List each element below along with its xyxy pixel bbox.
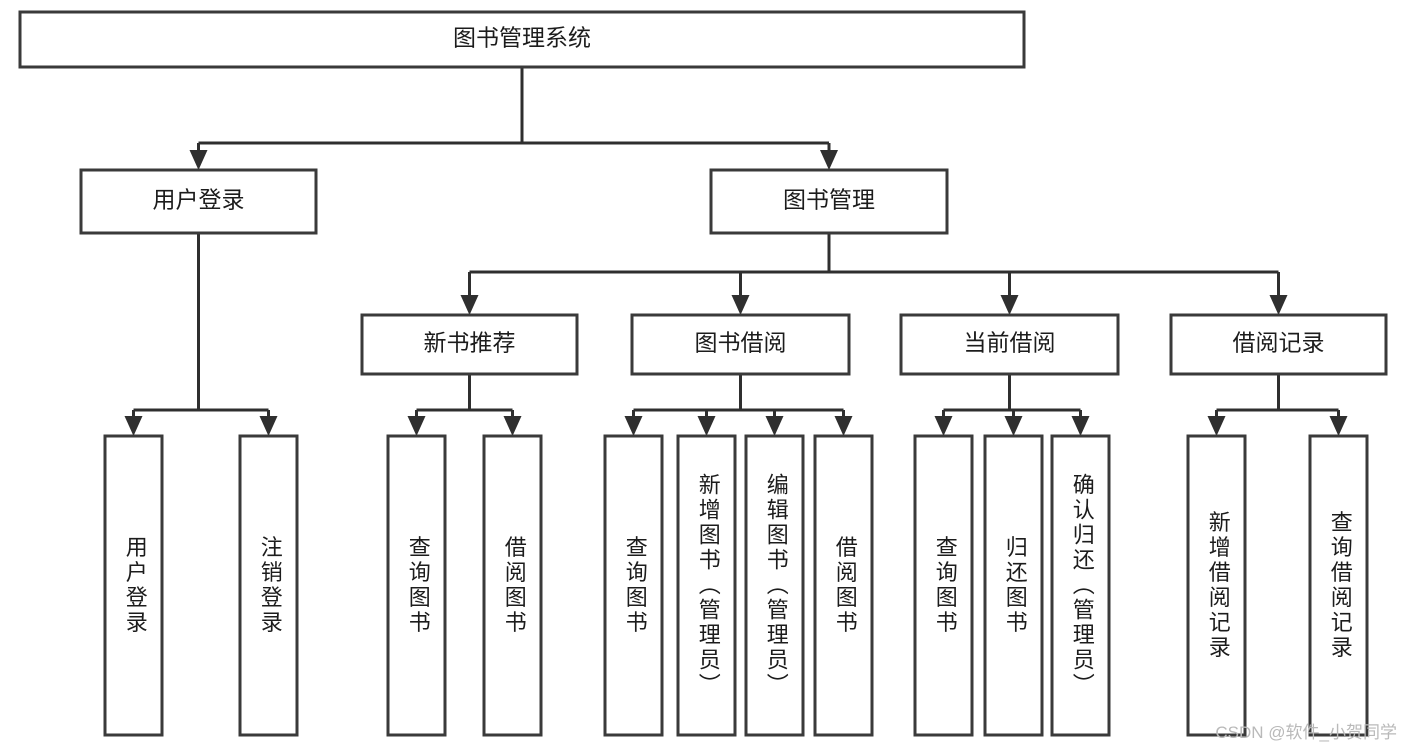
- node-borrow-record-box[interactable]: [1169, 313, 1388, 376]
- node-book-borrow[interactable]: 图书借阅: [630, 313, 851, 376]
- node-book-borrow-label: 图书借阅: [695, 330, 787, 356]
- node-root-box[interactable]: [18, 10, 1026, 69]
- arrow-to-leaf-user-login: [124, 416, 143, 436]
- arrow-to-new-book-recommend: [460, 295, 479, 315]
- node-leaf-query-record[interactable]: 查询借阅记录: [1308, 434, 1369, 737]
- node-leaf-query-book-1[interactable]: 查询图书: [386, 434, 447, 737]
- node-leaf-query-book-1-box[interactable]: [386, 434, 447, 737]
- node-leaf-borrow-book-1[interactable]: 借阅图书: [482, 434, 543, 737]
- node-leaf-add-record-box[interactable]: [1186, 434, 1247, 737]
- node-book-manage-label: 图书管理: [783, 187, 875, 213]
- arrow-to-leaf-add-book: [697, 416, 716, 436]
- node-leaf-add-record[interactable]: 新增借阅记录: [1186, 434, 1247, 737]
- node-borrow-record[interactable]: 借阅记录: [1169, 313, 1388, 376]
- node-root[interactable]: 图书管理系统: [18, 10, 1026, 69]
- node-leaf-confirm-return[interactable]: 确认归还（管理员）: [1050, 434, 1111, 737]
- node-leaf-user-login[interactable]: 用户登录: [103, 434, 164, 737]
- node-leaf-borrow-book-2[interactable]: 借阅图书: [813, 434, 874, 737]
- node-leaf-logout-label: 注销登录: [258, 536, 283, 636]
- node-leaf-add-book-label: 新增图书（管理员）: [696, 473, 721, 698]
- node-book-manage-box[interactable]: [709, 168, 949, 235]
- node-leaf-edit-book[interactable]: 编辑图书（管理员）: [744, 434, 805, 737]
- arrow-to-leaf-add-record: [1207, 416, 1226, 436]
- node-leaf-borrow-book-1-box[interactable]: [482, 434, 543, 737]
- node-leaf-add-record-label: 新增借阅记录: [1206, 511, 1231, 661]
- node-current-borrow[interactable]: 当前借阅: [899, 313, 1120, 376]
- node-leaf-query-book-1-label: 查询图书: [406, 536, 431, 636]
- node-user-login[interactable]: 用户登录: [79, 168, 318, 235]
- node-leaf-query-record-box[interactable]: [1308, 434, 1369, 737]
- node-leaf-return-book-box[interactable]: [983, 434, 1044, 737]
- node-new-book-recommend[interactable]: 新书推荐: [360, 313, 579, 376]
- arrow-to-current-borrow: [1000, 295, 1019, 315]
- node-leaf-return-book[interactable]: 归还图书: [983, 434, 1044, 737]
- node-leaf-query-record-label: 查询借阅记录: [1328, 511, 1353, 661]
- node-book-manage[interactable]: 图书管理: [709, 168, 949, 235]
- node-leaf-edit-book-label: 编辑图书（管理员）: [764, 473, 789, 698]
- node-leaf-confirm-return-label: 确认归还（管理员）: [1070, 473, 1095, 698]
- arrow-to-leaf-logout: [259, 416, 278, 436]
- arrow-to-leaf-borrow-book-2: [834, 416, 853, 436]
- arrow-to-leaf-query-book-2: [624, 416, 643, 436]
- node-leaf-query-book-2-label: 查询图书: [623, 536, 648, 636]
- node-leaf-user-login-box[interactable]: [103, 434, 164, 737]
- arrow-to-leaf-borrow-book-1: [503, 416, 522, 436]
- node-leaf-query-book-3-box[interactable]: [913, 434, 974, 737]
- connector-layer: [124, 67, 1348, 436]
- node-leaf-add-book-box[interactable]: [676, 434, 737, 737]
- node-leaf-logout-box[interactable]: [238, 434, 299, 737]
- node-borrow-record-label: 借阅记录: [1233, 330, 1325, 356]
- node-leaf-confirm-return-box[interactable]: [1050, 434, 1111, 737]
- node-new-book-recommend-box[interactable]: [360, 313, 579, 376]
- node-leaf-user-login-label: 用户登录: [123, 536, 148, 636]
- node-leaf-borrow-book-1-label: 借阅图书: [502, 536, 527, 636]
- node-root-label: 图书管理系统: [453, 25, 591, 51]
- arrow-to-borrow-record: [1269, 295, 1288, 315]
- node-user-login-box[interactable]: [79, 168, 318, 235]
- arrow-to-leaf-query-book-1: [407, 416, 426, 436]
- node-leaf-query-book-3-label: 查询图书: [933, 536, 958, 636]
- node-leaf-return-book-label: 归还图书: [1003, 536, 1028, 636]
- node-book-borrow-box[interactable]: [630, 313, 851, 376]
- node-leaf-edit-book-box[interactable]: [744, 434, 805, 737]
- node-leaf-query-book-3[interactable]: 查询图书: [913, 434, 974, 737]
- node-leaf-borrow-book-2-box[interactable]: [813, 434, 874, 737]
- arrow-to-leaf-query-book-3: [934, 416, 953, 436]
- node-leaf-borrow-book-2-label: 借阅图书: [833, 536, 858, 636]
- arrow-to-book-borrow: [731, 295, 750, 315]
- node-current-borrow-box[interactable]: [899, 313, 1120, 376]
- watermark-text: CSDN @软件_小贺同学: [1215, 723, 1397, 742]
- node-leaf-logout[interactable]: 注销登录: [238, 434, 299, 737]
- node-new-book-recommend-label: 新书推荐: [424, 330, 516, 356]
- arrow-to-leaf-return-book: [1004, 416, 1023, 436]
- node-user-login-label: 用户登录: [153, 187, 245, 213]
- node-leaf-add-book[interactable]: 新增图书（管理员）: [676, 434, 737, 737]
- arrow-to-book-manage: [820, 150, 838, 170]
- node-leaf-query-book-2[interactable]: 查询图书: [603, 434, 664, 737]
- arrow-to-leaf-query-record: [1329, 416, 1348, 436]
- node-layer: 图书管理系统用户登录图书管理新书推荐图书借阅当前借阅借阅记录用户登录注销登录查询…: [18, 10, 1388, 737]
- node-current-borrow-label: 当前借阅: [964, 330, 1056, 356]
- arrow-to-leaf-edit-book: [765, 416, 784, 436]
- node-leaf-query-book-2-box[interactable]: [603, 434, 664, 737]
- arrow-to-user-login: [189, 150, 208, 170]
- arrow-to-leaf-confirm-return: [1071, 416, 1090, 436]
